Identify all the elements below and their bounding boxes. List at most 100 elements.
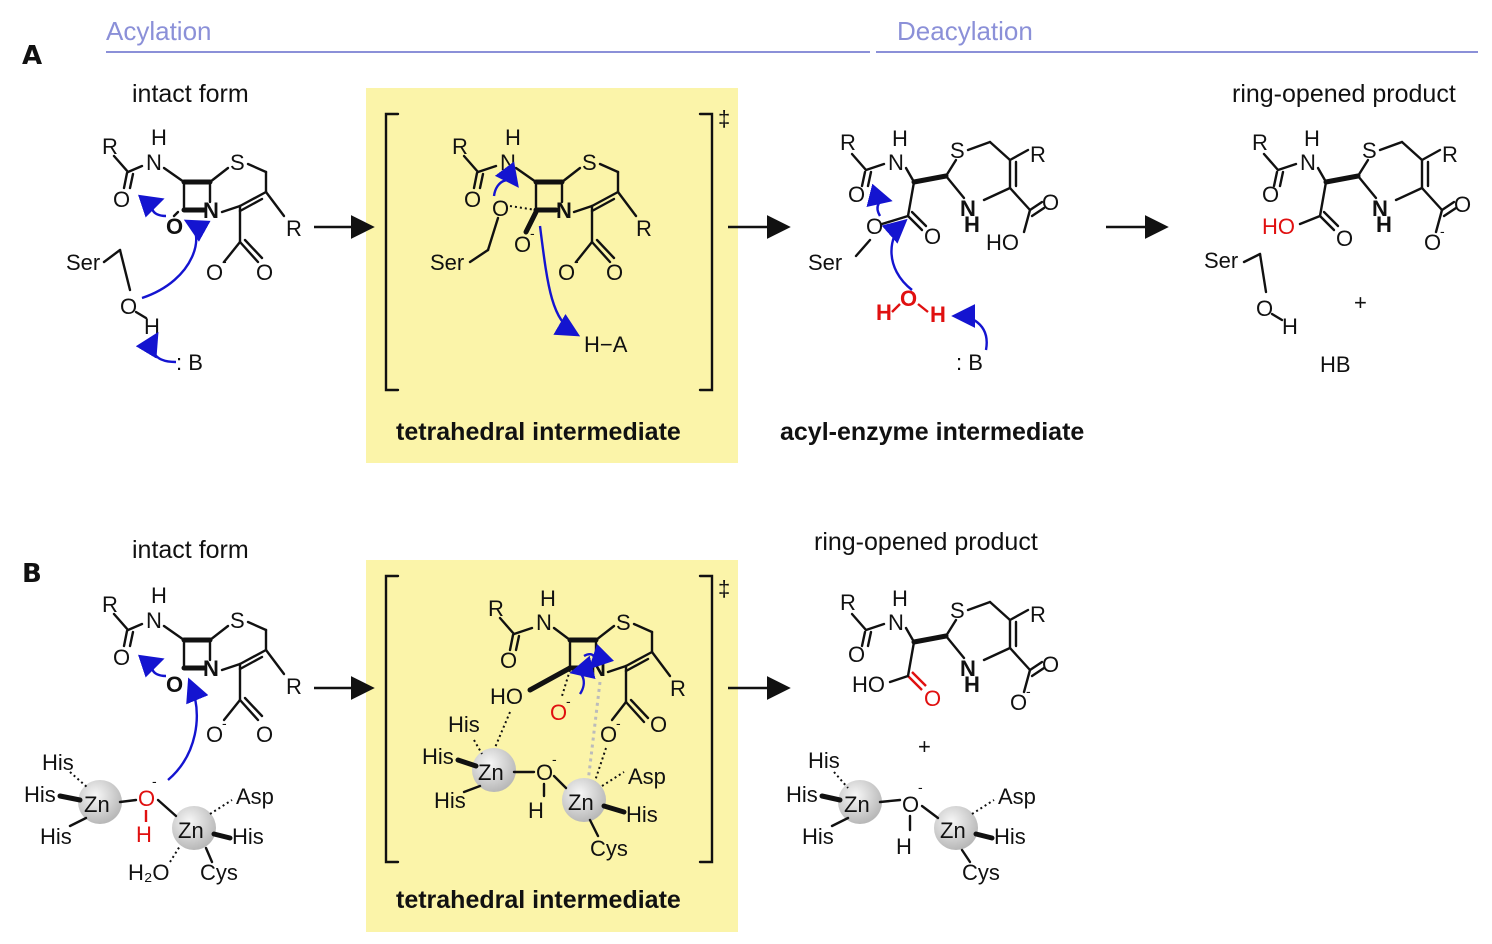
curly-arrow-deprotonation-water (951, 304, 988, 351)
svg-text:N: N (960, 656, 976, 681)
svg-text:R: R (1030, 602, 1046, 627)
intact-cephalosporin-a: R N H O N O S R O - O Ser O (66, 125, 302, 375)
svg-text:HO: HO (986, 230, 1019, 255)
svg-text:R: R (452, 134, 468, 159)
ts-highlight-a (366, 88, 738, 463)
svg-text:His: His (24, 782, 56, 807)
svg-text:O: O (650, 712, 667, 737)
svg-text:R: R (286, 216, 302, 241)
svg-text:O: O (166, 214, 183, 239)
svg-text:O: O (492, 196, 509, 221)
panel-label-a: A (22, 41, 42, 71)
intact-cephalosporin-b: R N H O N O S R O - O (102, 583, 302, 747)
svg-text:O: O (866, 214, 883, 239)
svg-text:R: R (488, 596, 504, 621)
svg-text:O: O (206, 260, 223, 285)
hb-label: HB (1320, 352, 1351, 377)
svg-text:S: S (582, 150, 597, 175)
svg-text:-: - (1440, 223, 1445, 239)
svg-text:S: S (616, 610, 631, 635)
svg-text:S: S (1362, 138, 1377, 163)
svg-text:N: N (203, 198, 219, 223)
curly-arrow-water-attack (881, 218, 913, 291)
svg-text:Ser: Ser (66, 250, 100, 275)
svg-text:O: O (256, 260, 273, 285)
svg-text:Asp: Asp (236, 784, 274, 809)
svg-text:HO: HO (490, 684, 523, 709)
svg-text:H: H (876, 300, 892, 325)
svg-text:N: N (590, 656, 606, 681)
plus-sign-b: + (918, 734, 931, 759)
svg-text:O: O (138, 786, 155, 811)
svg-text:N: N (888, 610, 904, 635)
svg-text:S: S (230, 608, 245, 633)
svg-text:H: H (892, 126, 908, 151)
svg-text:-: - (616, 715, 621, 731)
curly-arrow-hydroxide-attack-b (167, 677, 209, 781)
svg-text:O: O (113, 645, 130, 670)
tetrahedral-structure-b: R N H O N S R O O - HO O - (422, 586, 686, 861)
svg-text:N: N (556, 198, 572, 223)
svg-text:O: O (1424, 230, 1441, 255)
svg-text:R: R (1030, 142, 1046, 167)
svg-text:-: - (152, 773, 157, 789)
svg-text:H: H (964, 212, 980, 237)
svg-text:H: H (964, 672, 980, 697)
svg-text:S: S (230, 150, 245, 175)
svg-text:H: H (528, 798, 544, 823)
svg-text:O: O (1256, 296, 1273, 321)
svg-text:Zn: Zn (84, 792, 110, 817)
svg-text:O: O (166, 672, 183, 697)
svg-text:O: O (924, 686, 941, 711)
svg-text:Cys: Cys (590, 836, 628, 861)
svg-text:His: His (422, 744, 454, 769)
svg-text:R: R (840, 590, 856, 615)
svg-text:-: - (566, 693, 571, 709)
svg-text:H₂O: H₂O (128, 860, 170, 885)
svg-text:-: - (918, 779, 923, 795)
svg-text:H: H (540, 586, 556, 611)
svg-text:N: N (888, 150, 904, 175)
curly-arrow-carbonyl-b (137, 654, 167, 678)
svg-text:H−A: H−A (584, 332, 628, 357)
svg-text:-: - (222, 253, 227, 269)
svg-text:Zn: Zn (568, 790, 594, 815)
svg-text:O: O (600, 722, 617, 747)
svg-text:‡: ‡ (718, 576, 730, 601)
svg-text:O: O (256, 722, 273, 747)
svg-text:O: O (464, 187, 481, 212)
svg-text:O: O (536, 760, 553, 785)
svg-text:Cys: Cys (200, 860, 238, 885)
svg-text:-: - (1026, 683, 1031, 699)
svg-text:Ser: Ser (1204, 248, 1238, 273)
curly-arrow-ts-a1 (492, 161, 519, 197)
svg-text:R: R (840, 130, 856, 155)
svg-text:O: O (848, 642, 865, 667)
ring-opened-product-a: R N H O S R N H O O - O HO (1252, 126, 1471, 255)
ts-caption-a: tetrahedral intermediate (396, 418, 681, 446)
plus-sign-a: + (1354, 290, 1367, 315)
svg-text:H: H (930, 302, 946, 327)
curly-arrow-ts-b2 (583, 643, 615, 670)
svg-text:R: R (636, 216, 652, 241)
svg-text:H: H (896, 834, 912, 859)
svg-text:HO: HO (852, 672, 885, 697)
svg-text:N: N (203, 656, 219, 681)
svg-text:His: His (448, 712, 480, 737)
svg-text:S: S (950, 598, 965, 623)
header-acylation: Acylation (106, 16, 212, 46)
svg-text:O: O (500, 648, 517, 673)
svg-text:His: His (434, 788, 466, 813)
svg-text:O: O (1454, 192, 1471, 217)
svg-text:O: O (558, 260, 575, 285)
svg-text:R: R (286, 674, 302, 699)
brackets-a: ‡ (384, 106, 730, 392)
svg-text:Cys: Cys (962, 860, 1000, 885)
released-serine: Ser O H (1204, 248, 1298, 339)
svg-text:N: N (1372, 196, 1388, 221)
svg-text:O: O (550, 700, 567, 725)
svg-text:N: N (146, 150, 162, 175)
svg-text:N: N (960, 196, 976, 221)
svg-text:H: H (1304, 126, 1320, 151)
